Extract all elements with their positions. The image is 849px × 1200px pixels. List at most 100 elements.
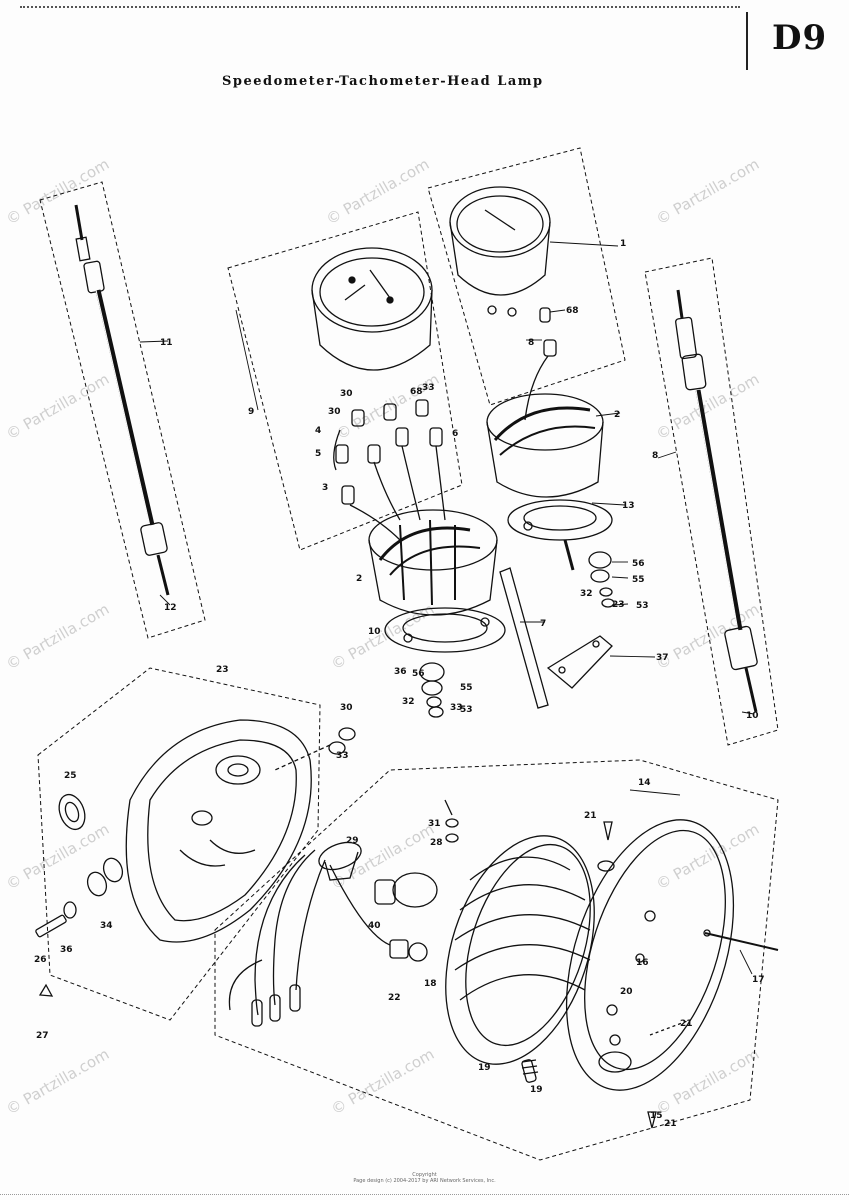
callout-label: 18 xyxy=(424,979,437,989)
callout-label: 20 xyxy=(620,987,633,997)
page-design-line: Page design (c) 2004-2017 by ARI Network… xyxy=(353,1178,496,1184)
copyright-footer: Copyright Page design (c) 2004-2017 by A… xyxy=(0,1172,849,1184)
page-code-divider xyxy=(746,12,748,70)
rim-screws xyxy=(444,799,459,843)
callout-label: 29 xyxy=(346,836,359,846)
callout-label: 9 xyxy=(248,407,254,417)
watermark: © Partzilla.com xyxy=(333,370,442,443)
callouts: 1 2 2 3 4 5 6 7 8 8 9 10 10 11 12 13 14 … xyxy=(34,239,765,1129)
callout-label: 33 xyxy=(450,703,463,713)
callout-label: 68 xyxy=(410,387,423,397)
watermark: © Partzilla.com xyxy=(3,820,112,893)
watermark: © Partzilla.com xyxy=(328,1045,437,1118)
callout-label: 28 xyxy=(430,838,443,848)
callout-label: 22 xyxy=(388,993,401,1003)
callout-label: 56 xyxy=(632,559,645,569)
callout-label: 25 xyxy=(64,771,77,781)
callout-label: 30 xyxy=(340,389,353,399)
pilot-socket xyxy=(389,939,428,962)
watermark: © Partzilla.com xyxy=(653,600,762,673)
watermark: © Partzilla.com xyxy=(3,600,112,673)
watermark: © Partzilla.com xyxy=(653,1045,762,1118)
tachometer-bracket xyxy=(507,499,613,571)
watermark-group: © Partzilla.com © Partzilla.com © Partzi… xyxy=(3,155,762,1118)
headlamp-mount-bolts xyxy=(35,857,124,997)
watermark: © Partzilla.com xyxy=(3,155,112,228)
watermark: © Partzilla.com xyxy=(3,370,112,443)
callout-label: 26 xyxy=(34,955,47,965)
callout-label: 12 xyxy=(164,603,177,613)
callout-label: 7 xyxy=(540,619,546,629)
watermark: © Partzilla.com xyxy=(653,155,762,228)
callout-label: 32 xyxy=(580,589,593,599)
callout-label: 17 xyxy=(752,975,765,985)
callout-label: 4 xyxy=(315,426,321,436)
headlamp-housing xyxy=(125,719,312,943)
adjusting-screw xyxy=(521,1059,539,1083)
tachometer-unit xyxy=(449,186,551,317)
callout-label: 30 xyxy=(328,407,341,417)
tach-mount-hardware xyxy=(588,551,615,608)
callout-label: 6 xyxy=(452,429,458,439)
callout-label: 23 xyxy=(612,600,625,610)
callout-label: 31 xyxy=(428,819,441,829)
callout-label: 68 xyxy=(566,306,579,316)
tachometer-cable xyxy=(675,289,758,713)
callout-label: 21 xyxy=(664,1119,677,1129)
callout-label: 32 xyxy=(402,697,415,707)
watermark: © Partzilla.com xyxy=(328,820,437,893)
tachometer-case xyxy=(486,393,604,498)
callout-label: 37 xyxy=(656,653,669,663)
callout-label: 16 xyxy=(636,958,649,968)
bulb-socket xyxy=(318,841,438,908)
headlamp-rim xyxy=(565,819,735,1091)
speedometer-bracket xyxy=(384,607,506,653)
callout-label: 14 xyxy=(638,778,651,788)
speedometer-cable xyxy=(74,204,170,596)
speedometer-unit xyxy=(311,247,433,371)
callout-label: 13 xyxy=(622,501,635,511)
callout-label: 1 xyxy=(620,239,626,249)
callout-label: 53 xyxy=(636,601,649,611)
callout-label: 10 xyxy=(746,711,759,721)
callout-label: 34 xyxy=(100,921,113,931)
sealed-beam-unit xyxy=(445,835,595,1065)
callout-label: 40 xyxy=(368,921,381,931)
rim-fasteners xyxy=(597,821,779,1129)
callout-label: 2 xyxy=(614,410,620,420)
callout-label: 27 xyxy=(36,1031,49,1041)
indicator-rod xyxy=(499,567,549,709)
callout-label: 11 xyxy=(160,338,173,348)
callout-label: 19 xyxy=(478,1063,491,1073)
callout-label: 23 xyxy=(216,665,229,675)
callout-label: 55 xyxy=(632,575,645,585)
leader-lines xyxy=(139,241,755,975)
meter-bracket xyxy=(546,635,613,689)
callout-label: 8 xyxy=(528,338,534,348)
headlamp-grommet xyxy=(58,793,86,831)
callout-label: 53 xyxy=(460,705,473,715)
callout-label: 36 xyxy=(394,667,407,677)
diagram-title: Speedometer-Tachometer-Head Lamp xyxy=(222,74,544,89)
callout-label: 2 xyxy=(356,574,362,584)
top-border xyxy=(20,0,740,8)
callout-label: 15 xyxy=(650,1111,663,1121)
callout-label: 3 xyxy=(322,483,328,493)
group-outlines xyxy=(37,147,779,1161)
watermark: © Partzilla.com xyxy=(323,155,432,228)
callout-label: 36 xyxy=(60,945,73,955)
callout-label: 21 xyxy=(584,811,597,821)
housing-washers xyxy=(274,727,356,771)
speedometer-case xyxy=(368,509,498,616)
callout-label: 56 xyxy=(412,669,425,679)
callout-label: 33 xyxy=(422,383,435,393)
callout-label: 55 xyxy=(460,683,473,693)
callout-label: 10 xyxy=(368,627,381,637)
callout-label: 8 xyxy=(652,451,658,461)
callout-label: 21 xyxy=(680,1019,693,1029)
bottom-border xyxy=(0,1194,849,1197)
watermark: © Partzilla.com xyxy=(328,600,437,673)
callout-label: 19 xyxy=(530,1085,543,1095)
